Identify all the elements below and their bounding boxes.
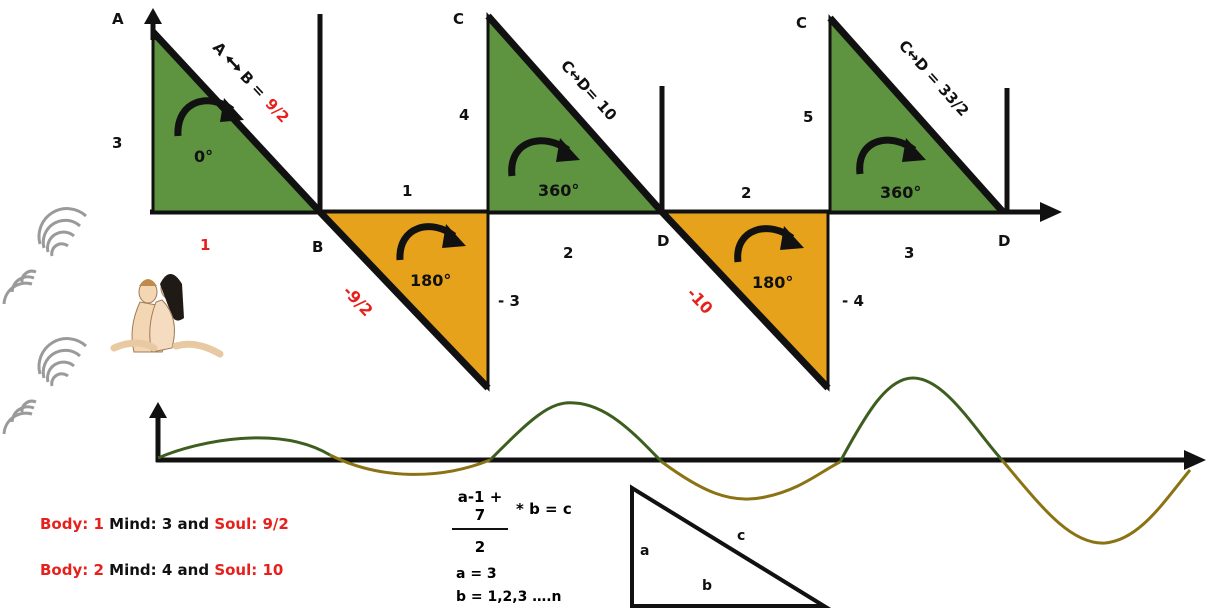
soul-value: 9/2 [262, 515, 289, 533]
rotation-arrow-icon [856, 136, 926, 175]
formula-a-definition: a = 3 [456, 566, 497, 582]
rotation-label-t1: 0° [194, 147, 213, 166]
base-label-t1: 1 [200, 236, 210, 254]
hyp-value-t2: -9/2 [339, 282, 377, 320]
hyp-label-t1-a: A [209, 38, 230, 59]
rotation-arrow-icon [508, 137, 580, 177]
soul-value: 10 [262, 561, 284, 579]
triangle-4-hypotenuse [659, 209, 831, 391]
baseline-arrowhead [1040, 202, 1062, 222]
formula-side-b: b [702, 578, 712, 594]
couple-illustration [110, 274, 224, 358]
body-label: Body: [40, 515, 89, 533]
rotation-label-t4: 180° [752, 273, 793, 292]
corner-label-c-1: C [453, 10, 464, 28]
top-value-t4: 2 [741, 184, 751, 202]
hyp-value-t4: -10 [683, 284, 717, 318]
rotation-arrow-icon [174, 97, 244, 137]
formula-side-c: c [737, 528, 745, 544]
soul-label: Soul: [214, 515, 258, 533]
soul-label: Soul: [214, 561, 258, 579]
rotation-label-t5: 360° [880, 183, 921, 202]
formula-fraction: a-1 + 7 2 [452, 488, 508, 556]
double-arrow-icon [226, 56, 241, 71]
legend-line-2: Body: 2 Mind: 4 and Soul: 10 [40, 561, 283, 579]
legend-line-1: Body: 1 Mind: 3 and Soul: 9/2 [40, 515, 289, 533]
sound-wave-icon [2, 207, 88, 305]
base-label-t5: 3 [904, 244, 914, 262]
formula-triangle [630, 484, 832, 608]
wave-y-arrowhead [149, 402, 167, 418]
wave-x-arrowhead [1184, 450, 1206, 470]
vertical-axis-arrowhead [144, 8, 162, 24]
triangle-5-hypotenuse [827, 15, 1006, 215]
rotation-arrow-icon [734, 225, 804, 263]
body-label: Body: [40, 561, 89, 579]
formula-side-a: a [640, 543, 649, 559]
triangle-2-hypotenuse [317, 209, 491, 391]
wave-segment-3 [488, 401, 664, 464]
corner-label-c-2: C [796, 14, 807, 32]
body-value: 1 [93, 515, 104, 533]
end-label-d-2: D [998, 232, 1010, 250]
wave-segment-5 [838, 376, 1004, 463]
triangle-3-hypotenuse [485, 13, 665, 215]
side-value-t3: 4 [459, 106, 469, 124]
triangle-1-hypotenuse [150, 29, 323, 215]
corner-label-a: A [112, 10, 124, 28]
base-label-t3: 2 [563, 244, 573, 262]
side-value-t5: 5 [803, 108, 813, 126]
body-value: 2 [93, 561, 104, 579]
side-value-t2: - 3 [498, 292, 520, 310]
wave-segment-6 [1000, 459, 1192, 545]
hyp-label-t1-b: B = [236, 68, 269, 102]
side-value-t1: 3 [112, 134, 122, 152]
mind-text: Mind: 4 and [109, 561, 210, 579]
side-value-t4: - 4 [842, 292, 864, 310]
sound-wave-icon [2, 337, 88, 435]
wave-segment-2 [329, 453, 491, 476]
rotation-label-t3: 360° [538, 181, 579, 200]
end-label-d-1: D [657, 232, 669, 250]
wave-segment-4 [661, 460, 841, 501]
rotation-arrow-icon [396, 223, 466, 261]
formula-denominator: 2 [474, 538, 486, 556]
formula-b-definition: b = 1,2,3 ….n [456, 589, 562, 605]
hyp-value-t1: 9/2 [262, 95, 293, 127]
top-value-t2: 1 [402, 182, 412, 200]
mind-text: Mind: 3 and [109, 515, 210, 533]
wave-segment-1 [157, 436, 331, 460]
end-label-b: B [312, 238, 323, 256]
formula-operator: * b = c [516, 500, 572, 518]
rotation-label-t2: 180° [410, 271, 451, 290]
formula-numerator: a-1 + 7 [452, 488, 508, 530]
